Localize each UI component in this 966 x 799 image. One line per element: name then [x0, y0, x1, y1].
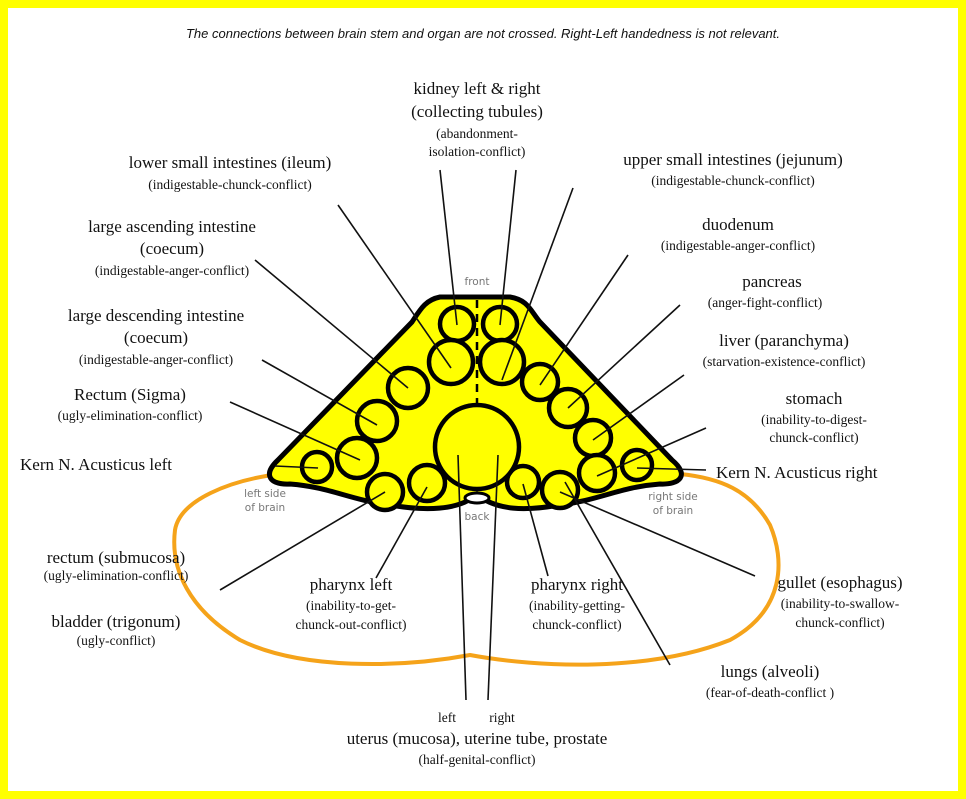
descending-sub: (coecum): [124, 328, 188, 347]
pharynx-right-conflict-2: chunck-conflict): [532, 617, 621, 632]
cerebellum-outline: [172, 472, 781, 667]
leader-lines: [219, 169, 756, 701]
ileum-conflict: (indigestable-chunck-conflict): [148, 177, 311, 192]
liver-label: liver (paranchyma): [719, 331, 849, 350]
kidney-label: kidney left & right: [413, 79, 540, 98]
right-side-label-2: of brain: [653, 505, 693, 517]
uterus-label: uterus (mucosa), uterine tube, prostate: [347, 729, 608, 748]
stomach-label: stomach: [786, 389, 843, 408]
pharynx-left-conflict-2: chunck-out-conflict): [296, 617, 407, 632]
descending-label: large descending intestine: [68, 306, 244, 325]
back-label: back: [465, 511, 491, 523]
stomach-conflict: (inability-to-digest-: [761, 412, 867, 427]
ascending-label: large ascending intestine: [88, 217, 256, 236]
left-side-label: left side: [244, 488, 286, 500]
pharynx-left-conflict: (inability-to-get-: [306, 598, 396, 613]
header-note: The connections between brain stem and o…: [186, 26, 780, 41]
pharynx-left-label: pharynx left: [310, 575, 393, 594]
pancreas-label: pancreas: [742, 272, 801, 291]
right-label: right: [489, 710, 515, 725]
jejunum-conflict: (indigestable-chunck-conflict): [651, 173, 814, 188]
descending-conflict: (indigestable-anger-conflict): [79, 352, 233, 367]
nuclei: [299, 304, 655, 513]
canal: [463, 491, 491, 505]
right-side-label: right side: [648, 491, 698, 503]
stomach-conflict-2: chunck-conflict): [769, 430, 858, 445]
kidney-conflict: (abandonment-: [436, 126, 518, 141]
kern-left-label: Kern N. Acusticus left: [20, 455, 172, 474]
pharynx-right-label: pharynx right: [531, 575, 623, 594]
bladder-label: bladder (trigonum): [52, 612, 181, 631]
gullet-conflict-2: chunck-conflict): [795, 615, 884, 630]
lungs-label: lungs (alveoli): [721, 662, 820, 681]
gullet-conflict: (inability-to-swallow-: [781, 596, 900, 611]
kidney-conflict-2: isolation-conflict): [429, 144, 526, 159]
uterus-conflict: (half-genital-conflict): [419, 752, 536, 767]
left-label: left: [438, 710, 456, 725]
pharynx-right-conflict: (inability-getting-: [529, 598, 625, 613]
kidney-sub: (collecting tubules): [411, 102, 543, 121]
rectum-submucosa-label: rectum (submucosa): [47, 548, 185, 567]
ileum-label: lower small intestines (ileum): [129, 153, 332, 172]
jejunum-label: upper small intestines (jejunum): [623, 150, 843, 169]
liver-conflict: (starvation-existence-conflict): [703, 354, 866, 369]
ascending-sub: (coecum): [140, 239, 204, 258]
duodenum-conflict: (indigestable-anger-conflict): [661, 238, 815, 253]
left-side-label-2: of brain: [245, 502, 285, 514]
front-label: front: [465, 276, 490, 288]
rectum-sigma-label: Rectum (Sigma): [74, 385, 186, 404]
ascending-conflict: (indigestable-anger-conflict): [95, 263, 249, 278]
lungs-conflict: (fear-of-death-conflict ): [706, 685, 834, 700]
bladder-conflict: (ugly-conflict): [77, 633, 156, 648]
rectum-submucosa-conflict: (ugly-elimination-conflict): [44, 568, 189, 583]
pancreas-conflict: (anger-fight-conflict): [708, 295, 822, 310]
kern-right-label: Kern N. Acusticus right: [716, 463, 878, 482]
rectum-sigma-conflict: (ugly-elimination-conflict): [58, 408, 203, 423]
organ-labels: kidney left & right (collecting tubules)…: [20, 79, 903, 767]
duodenum-label: duodenum: [702, 215, 774, 234]
gullet-label: gullet (esophagus): [777, 573, 902, 592]
